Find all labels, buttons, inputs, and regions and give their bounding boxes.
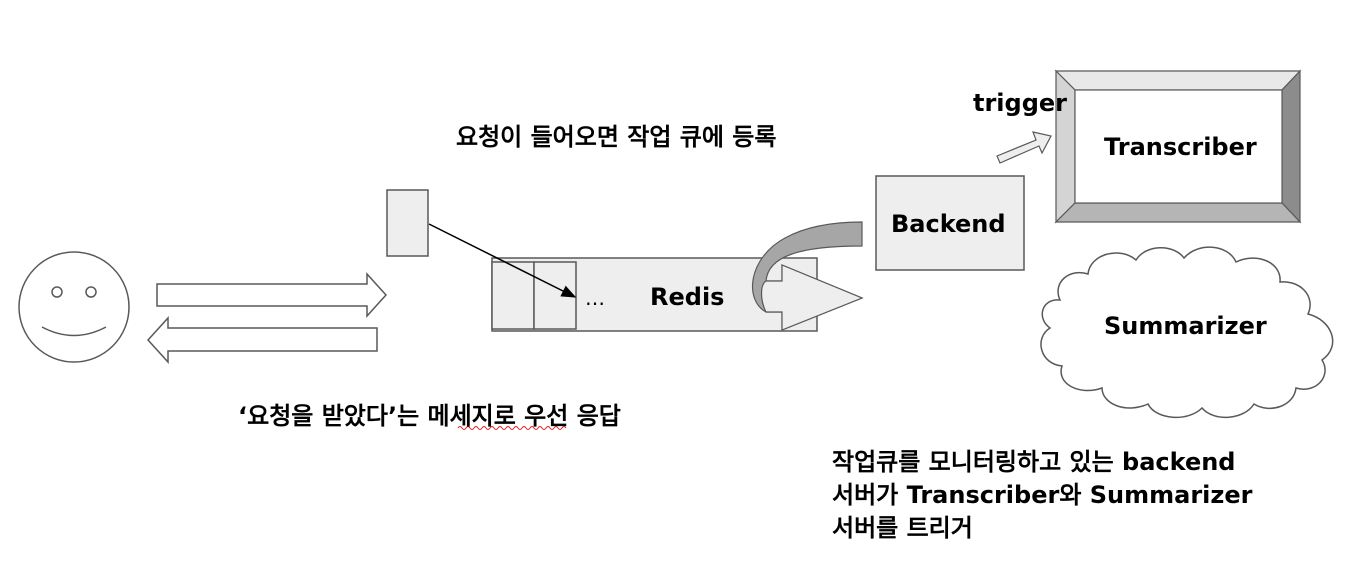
backend-annotation-line-3: 서버를 트리거: [832, 514, 973, 542]
transcriber-label: Transcriber: [1104, 133, 1257, 161]
response-annotation: ‘요청을 받았다’는 메세지로 우선 응답: [238, 402, 621, 430]
trigger-arrow: [996, 131, 1052, 164]
request-arrow: [156, 272, 388, 318]
summarizer-label: Summarizer: [1104, 312, 1267, 340]
backend-annotation-line-1: 작업큐를 모니터링하고 있는 backend: [832, 448, 1236, 476]
backend-box: [875, 175, 1025, 271]
queue-slot-1: [491, 261, 535, 330]
backend-annotation-line-2: 서버가 Transcriber와 Summarizer: [832, 481, 1253, 509]
summarizer-cloud: [1040, 246, 1334, 419]
spellcheck-squiggle: [457, 426, 567, 430]
enqueue-annotation: 요청이 들어오면 작업 큐에 등록: [456, 123, 777, 151]
trigger-label: trigger: [973, 89, 1068, 117]
redis-label: Redis: [650, 283, 725, 311]
queue-slot-2: [533, 261, 577, 330]
incoming-job-box: [386, 189, 429, 257]
response-arrow: [146, 316, 378, 364]
user-smiley-icon: [18, 251, 130, 363]
polling-arrow-head: [760, 264, 864, 331]
enqueue-arrow: [428, 223, 577, 298]
backend-annotation: 작업큐를 모니터링하고 있는 backend 서버가 Transcriber와 …: [832, 446, 1252, 545]
queue-ellipsis: …: [585, 286, 605, 310]
transcriber-box: [1054, 69, 1302, 224]
backend-label: Backend: [891, 210, 1006, 238]
